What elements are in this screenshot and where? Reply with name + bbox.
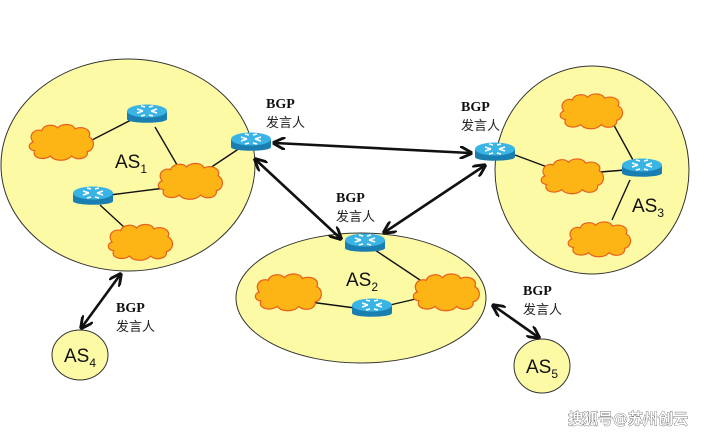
as5-label: AS5 xyxy=(526,357,558,381)
router-icon xyxy=(344,232,386,253)
svg-text:BGP: BGP xyxy=(336,191,365,206)
network-cloud-icon xyxy=(28,123,95,161)
svg-text:发言人: 发言人 xyxy=(523,302,562,318)
svg-text:BGP: BGP xyxy=(461,100,490,115)
router-icon xyxy=(621,157,663,178)
as1-label: AS1 xyxy=(115,152,147,176)
svg-text:发言人: 发言人 xyxy=(461,118,500,134)
as3-label: AS3 xyxy=(632,196,664,220)
router-icon xyxy=(72,185,114,206)
bgp-session-as1-as3 xyxy=(275,143,470,153)
svg-text:BGP: BGP xyxy=(116,301,145,316)
router-icon xyxy=(230,131,272,152)
svg-text:发言人: 发言人 xyxy=(266,115,305,131)
bgp-speaker-label-as2: BGP 发言人 xyxy=(336,191,375,225)
network-cloud-icon xyxy=(559,93,624,130)
network-cloud-icon xyxy=(107,223,174,261)
bgp-speaker-label-as1: BGP 发言人 xyxy=(266,97,305,131)
watermark: 搜狐号@苏州创云 xyxy=(568,410,688,428)
network-cloud-icon xyxy=(254,273,323,312)
bgp-speaker-label-as3: BGP 发言人 xyxy=(461,100,500,134)
bgp-session-as2-as3 xyxy=(385,166,484,232)
svg-text:发言人: 发言人 xyxy=(116,319,155,335)
network-cloud-icon xyxy=(157,162,224,200)
bgp-session-as2-as5 xyxy=(494,306,538,337)
network-cloud-icon xyxy=(567,221,632,258)
router-icon xyxy=(474,141,516,162)
network-cloud-icon xyxy=(412,273,481,312)
svg-text:发言人: 发言人 xyxy=(336,209,375,225)
router-icon xyxy=(126,103,168,124)
as2-label: AS2 xyxy=(346,270,378,294)
as4-label: AS4 xyxy=(64,346,96,370)
as2-region xyxy=(235,232,487,364)
svg-text:BGP: BGP xyxy=(266,97,295,112)
svg-text:BGP: BGP xyxy=(523,284,552,299)
bgp-speaker-label-as5: BGP 发言人 xyxy=(523,284,562,318)
bgp-session-as1-as4 xyxy=(82,275,120,327)
bgp-session-as1-as2 xyxy=(256,160,340,238)
bgp-speaker-label-as4: BGP 发言人 xyxy=(116,301,155,335)
router-icon xyxy=(351,297,393,318)
network-cloud-icon xyxy=(540,158,605,195)
